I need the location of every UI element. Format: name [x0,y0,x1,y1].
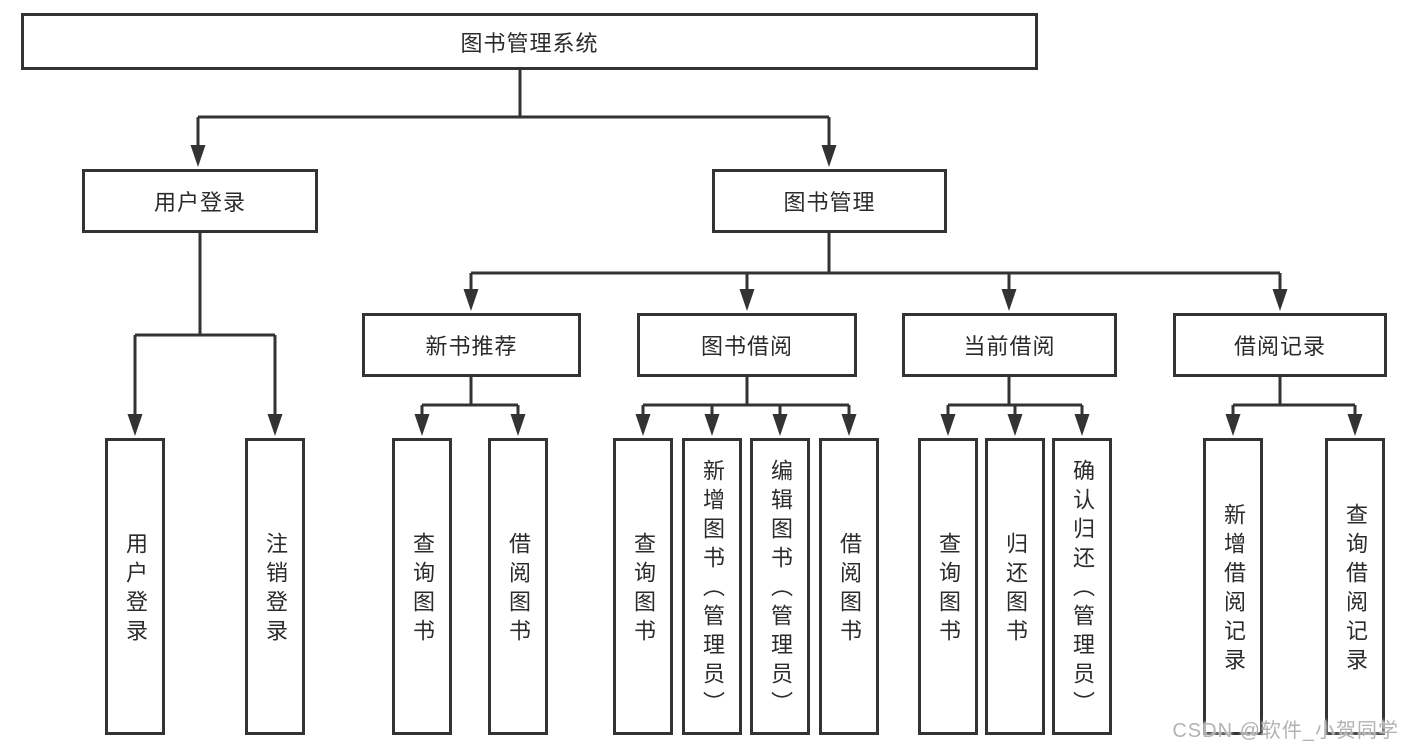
node-root-system: 图书管理系统 [21,13,1038,70]
node-current-borrowing: 当前借阅 [902,313,1117,377]
csdn-watermark: CSDN @软件_小贺同学 [1172,720,1399,742]
leaf-user-login: 用户登录 [105,438,165,735]
leaf-add-borrow-record: 新增借阅记录 [1203,438,1263,735]
leaf-borrow-book-2: 借阅图书 [819,438,879,735]
leaf-return-book: 归还图书 [985,438,1045,735]
leaf-confirm-return: 确认归还（管理员） [1052,438,1112,735]
leaf-query-book-2: 查询图书 [613,438,673,735]
leaf-logout: 注销登录 [245,438,305,735]
node-borrowing-records: 借阅记录 [1173,313,1387,377]
leaf-borrow-book-1: 借阅图书 [488,438,548,735]
leaf-query-book-3: 查询图书 [918,438,978,735]
leaf-query-book-1: 查询图书 [392,438,452,735]
node-book-management: 图书管理 [712,169,947,233]
node-book-borrowing: 图书借阅 [637,313,857,377]
leaf-add-book: 新增图书（管理员） [682,438,742,735]
leaf-edit-book: 编辑图书（管理员） [750,438,810,735]
node-new-book-recommend: 新书推荐 [362,313,581,377]
node-user-login: 用户登录 [82,169,318,233]
leaf-query-borrow-record: 查询借阅记录 [1325,438,1385,735]
